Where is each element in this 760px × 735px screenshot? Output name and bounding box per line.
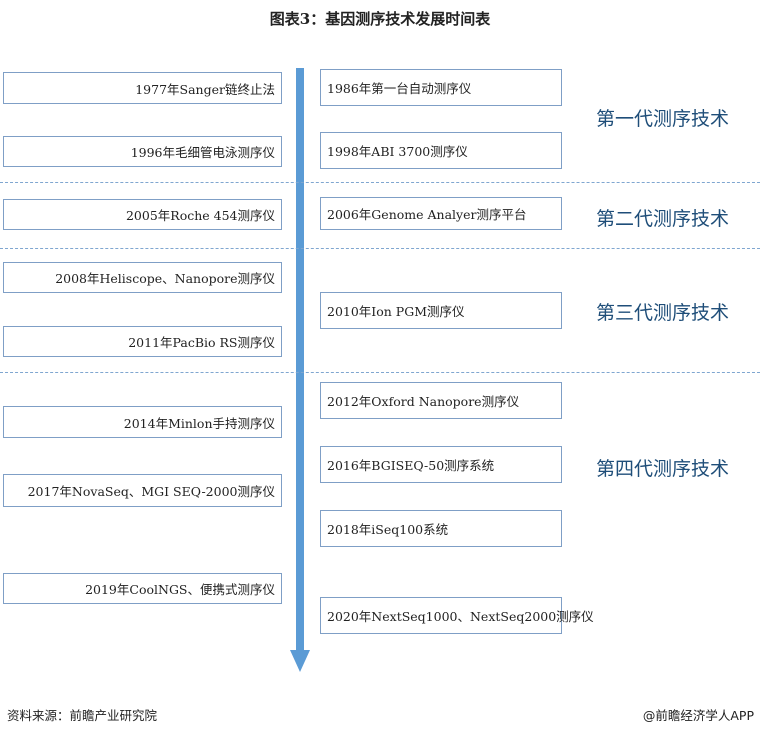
- generation-divider: [0, 372, 760, 373]
- generation-label: 第一代测序技术: [596, 108, 730, 130]
- event-box: 2012年Oxford Nanopore测序仪: [320, 382, 562, 419]
- event-box: 1998年ABI 3700测序仪: [320, 132, 562, 169]
- event-box: 1996年毛细管电泳测序仪: [3, 136, 282, 167]
- event-box: 2006年Genome Analyer测序平台: [320, 197, 562, 230]
- generation-label: 第三代测序技术: [596, 302, 730, 324]
- event-box: 2019年CoolNGS、便携式测序仪: [3, 573, 282, 604]
- event-box: 2016年BGISEQ-50测序系统: [320, 446, 562, 483]
- event-box: 2008年Heliscope、Nanopore测序仪: [3, 262, 282, 293]
- generation-divider: [0, 248, 760, 249]
- event-box: 2020年NextSeq1000、NextSeq2000测序仪: [320, 597, 594, 634]
- figure-title: 图表3：基因测序技术发展时间表: [269, 10, 491, 28]
- timeline-arrow-head: [290, 650, 310, 672]
- generation-label: 第四代测序技术: [596, 458, 730, 480]
- event-box: 1977年Sanger链终止法: [3, 72, 282, 104]
- event-box: 2011年PacBio RS测序仪: [3, 326, 282, 357]
- generation-label: 第二代测序技术: [596, 208, 730, 230]
- source-note: 资料来源：前瞻产业研究院: [7, 708, 158, 723]
- event-box: 2005年Roche 454测序仪: [3, 199, 282, 230]
- credit-note: @前瞻经济学人APP: [642, 708, 754, 723]
- timeline-arrow-shaft: [296, 68, 304, 652]
- event-box: 2017年NovaSeq、MGI SEQ-2000测序仪: [3, 474, 282, 507]
- event-box: 2014年Minlon手持测序仪: [3, 406, 282, 438]
- event-box: 2010年Ion PGM测序仪: [320, 292, 562, 329]
- event-box: 2018年iSeq100系统: [320, 510, 562, 547]
- event-box: 1986年第一台自动测序仪: [320, 69, 562, 106]
- generation-divider: [0, 182, 760, 183]
